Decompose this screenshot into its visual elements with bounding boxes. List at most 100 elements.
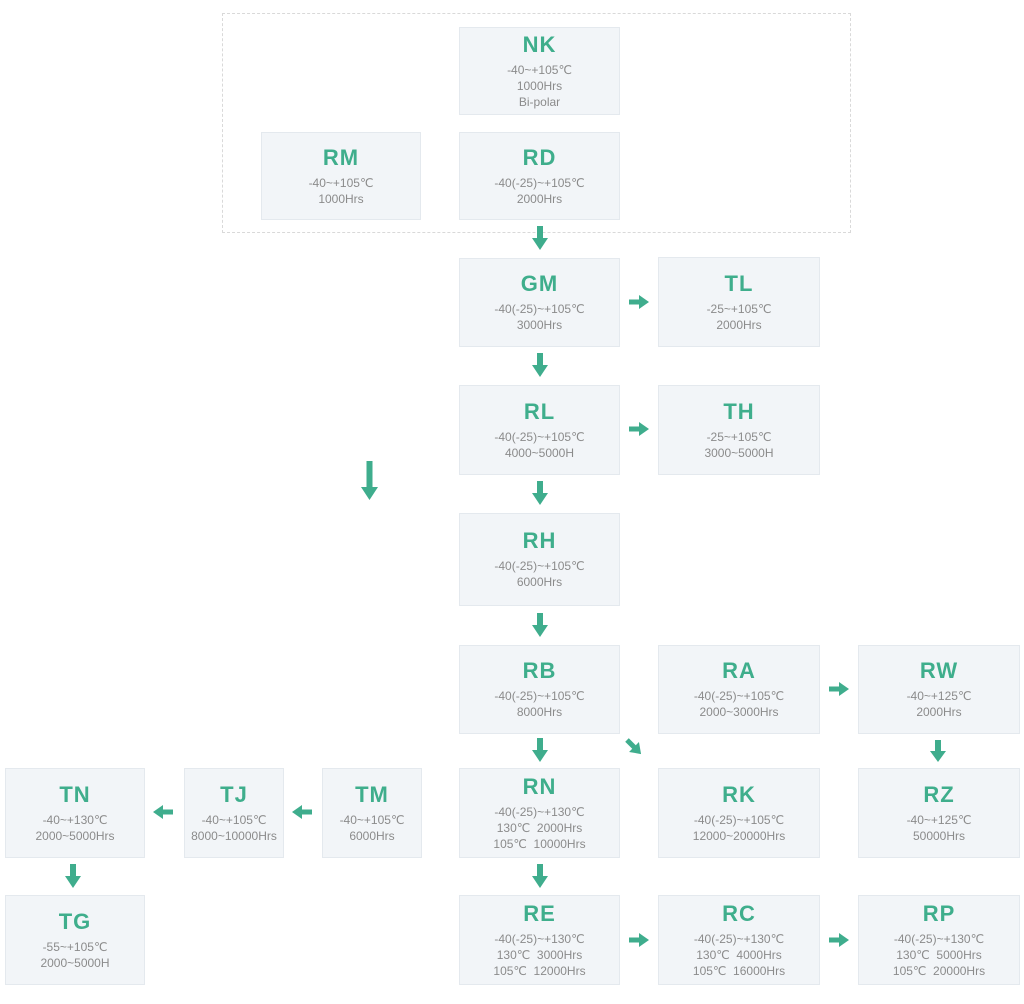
series-box-rc: RC -40(-25)~+130℃ 130℃ 4000Hrs 105℃ 1600… bbox=[658, 895, 820, 985]
series-spec-line: 130℃ 4000Hrs bbox=[696, 947, 782, 962]
series-box-rb: RB -40(-25)~+105℃ 8000Hrs bbox=[459, 645, 620, 734]
arrow-down-icon bbox=[532, 738, 548, 762]
series-spec-line: -40~+125℃ bbox=[906, 689, 972, 703]
series-spec-line: 8000~10000Hrs bbox=[191, 828, 277, 843]
series-spec-line: 2000~5000Hrs bbox=[35, 828, 115, 843]
series-title: RA bbox=[722, 658, 756, 683]
arrow-down-right-icon bbox=[624, 738, 644, 755]
series-title: TL bbox=[724, 270, 754, 296]
series-spec-line: 6000Hrs bbox=[349, 828, 395, 843]
series-spec-line: 105℃ 16000Hrs bbox=[692, 963, 786, 978]
arrow-down-icon bbox=[532, 864, 548, 888]
series-spec-line: 8000Hrs bbox=[516, 705, 563, 719]
series-title: TM bbox=[355, 781, 389, 807]
series-box-rz: RZ -40~+125℃ 50000Hrs bbox=[858, 768, 1020, 858]
series-spec-line: 4000~5000H bbox=[504, 445, 575, 460]
series-spec-line: -40~+105℃ bbox=[308, 175, 374, 190]
series-box-tg: TG -55~+105℃ 2000~5000H bbox=[5, 895, 145, 985]
series-box-th: TH -25~+105℃ 3000~5000H bbox=[658, 385, 820, 475]
series-box-rm: RM -40~+105℃ 1000Hrs bbox=[261, 132, 421, 220]
series-spec-line: -40(-25)~+130℃ bbox=[893, 931, 985, 946]
series-spec-line: -40(-25)~+130℃ bbox=[494, 804, 585, 819]
series-spec-line: -40(-25)~+105℃ bbox=[494, 559, 585, 573]
series-spec-line: 12000~20000Hrs bbox=[692, 828, 786, 843]
series-spec-line: 2000~3000Hrs bbox=[699, 705, 779, 719]
series-spec-line: -40(-25)~+105℃ bbox=[494, 302, 585, 316]
series-title: TH bbox=[723, 398, 755, 424]
series-spec-line: -40(-25)~+105℃ bbox=[494, 429, 585, 444]
series-box-tn: TN -40~+130℃ 2000~5000Hrs bbox=[5, 768, 145, 858]
series-title: RZ bbox=[923, 781, 955, 807]
series-box-rl: RL -40(-25)~+105℃ 4000~5000H bbox=[459, 385, 620, 475]
arrow-right-icon bbox=[629, 933, 649, 947]
series-box-rd: RD -40(-25)~+105℃ 2000Hrs bbox=[459, 132, 620, 220]
series-spec-line: 130℃ 5000Hrs bbox=[896, 947, 982, 962]
series-spec-line: -40~+105℃ bbox=[339, 812, 405, 827]
series-spec-line: 130℃ 2000Hrs bbox=[496, 820, 583, 835]
series-spec-line: -40(-25)~+105℃ bbox=[494, 175, 585, 190]
series-box-ra: RA -40(-25)~+105℃ 2000~3000Hrs bbox=[658, 645, 820, 734]
arrow-down-icon bbox=[532, 353, 548, 377]
series-title: RB bbox=[522, 658, 557, 683]
series-spec-line: -40~+105℃ bbox=[507, 62, 572, 77]
series-spec-line: -40~+125℃ bbox=[906, 812, 972, 827]
series-spec-line: 3000Hrs bbox=[516, 318, 563, 332]
arrow-right-icon bbox=[629, 422, 649, 436]
series-spec-line: 2000~5000H bbox=[40, 955, 110, 970]
series-title: RL bbox=[523, 398, 556, 424]
series-title: RP bbox=[922, 900, 956, 926]
series-spec-line: 6000Hrs bbox=[516, 575, 563, 589]
series-box-tm: TM -40~+105℃ 6000Hrs bbox=[322, 768, 422, 858]
arrow-down-icon bbox=[65, 864, 81, 888]
legacy-series-dotted-group bbox=[222, 13, 851, 233]
series-spec-line: 2000Hrs bbox=[516, 191, 563, 206]
arrow-left-icon bbox=[153, 805, 173, 819]
series-spec-line: 105℃ 10000Hrs bbox=[493, 836, 586, 851]
series-spec-line: -40(-25)~+105℃ bbox=[693, 812, 785, 827]
series-spec-line: 2000Hrs bbox=[916, 705, 962, 719]
series-spec-line: 1000Hrs bbox=[516, 78, 563, 93]
series-title: RK bbox=[722, 781, 756, 807]
series-spec-line: -40(-25)~+105℃ bbox=[494, 689, 585, 703]
series-box-rp: RP -40(-25)~+130℃ 130℃ 5000Hrs 105℃ 2000… bbox=[858, 895, 1020, 985]
series-title: TN bbox=[59, 781, 91, 807]
series-spec-line: -40(-25)~+105℃ bbox=[693, 689, 785, 703]
series-spec-line: 105℃ 20000Hrs bbox=[892, 963, 986, 978]
series-title: RH bbox=[522, 528, 557, 553]
series-spec-line: 130℃ 3000Hrs bbox=[496, 947, 583, 962]
series-title: NK bbox=[522, 31, 557, 57]
series-box-tj: TJ -40~+105℃ 8000~10000Hrs bbox=[184, 768, 284, 858]
series-spec-line: -40(-25)~+130℃ bbox=[494, 931, 585, 946]
arrow-left-icon bbox=[292, 805, 312, 819]
series-title: RD bbox=[522, 144, 557, 170]
arrow-down-long-icon bbox=[361, 461, 378, 500]
arrow-down-icon bbox=[532, 613, 548, 637]
arrow-right-icon bbox=[829, 933, 849, 947]
series-spec-line: -40(-25)~+130℃ bbox=[693, 931, 785, 946]
series-box-rw: RW -40~+125℃ 2000Hrs bbox=[858, 645, 1020, 734]
series-spec-line: 3000~5000H bbox=[704, 445, 774, 460]
series-box-rn: RN -40(-25)~+130℃ 130℃ 2000Hrs 105℃ 1000… bbox=[459, 768, 620, 858]
series-title: RE bbox=[523, 900, 556, 926]
series-spec-line: Bi-polar bbox=[518, 94, 561, 109]
series-spec-line: -25~+105℃ bbox=[706, 429, 772, 444]
arrow-down-icon bbox=[532, 481, 548, 505]
series-box-gm: GM -40(-25)~+105℃ 3000Hrs bbox=[459, 258, 620, 347]
series-spec-line: -25~+105℃ bbox=[706, 301, 772, 316]
series-spec-line: 105℃ 12000Hrs bbox=[493, 963, 586, 978]
series-box-rk: RK -40(-25)~+105℃ 12000~20000Hrs bbox=[658, 768, 820, 858]
series-spec-line: -40~+130℃ bbox=[42, 812, 108, 827]
series-box-tl: TL -25~+105℃ 2000Hrs bbox=[658, 257, 820, 347]
series-title: RC bbox=[722, 900, 756, 926]
arrow-down-icon bbox=[532, 226, 548, 250]
series-box-nk: NK -40~+105℃ 1000Hrs Bi-polar bbox=[459, 27, 620, 115]
arrow-down-icon bbox=[930, 740, 946, 762]
series-spec-line: 50000Hrs bbox=[912, 828, 966, 843]
series-spec-line: 1000Hrs bbox=[318, 191, 364, 206]
series-title: TG bbox=[58, 908, 92, 934]
series-spec-line: -55~+105℃ bbox=[42, 939, 108, 954]
series-spec-line: -40~+105℃ bbox=[201, 812, 267, 827]
arrow-right-icon bbox=[829, 682, 849, 696]
series-spec-line: 2000Hrs bbox=[716, 317, 762, 332]
